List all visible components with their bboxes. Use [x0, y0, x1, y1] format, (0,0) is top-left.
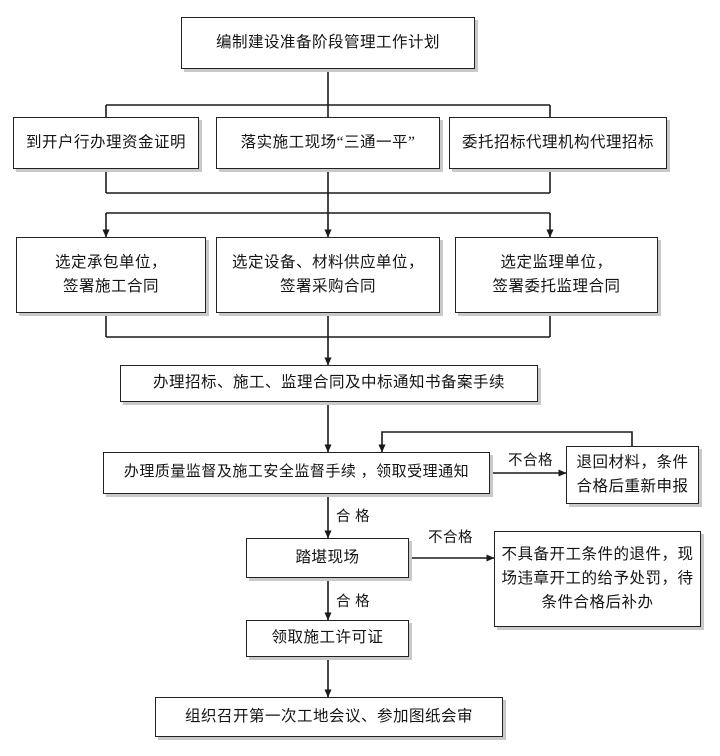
- node-permit[interactable]: 领取施工许可证: [246, 620, 409, 657]
- node-reject-line-2: 条件合格后补办: [541, 594, 654, 611]
- node-return-material-line-0: 退回材料，条件: [576, 453, 689, 471]
- node-filing-line-0: 办理招标、施工、监理合同及中标通知书备案手续: [152, 374, 505, 392]
- node-supervisor[interactable]: 选定监理单位， 签署委托监理合同: [455, 237, 658, 313]
- node-supplier-line-1: 签署采购合同: [279, 278, 376, 295]
- node-contractor[interactable]: 选定承包单位， 签署施工合同: [16, 237, 206, 313]
- node-plan[interactable]: 编制建设准备阶段管理工作计划: [181, 17, 475, 69]
- edge-label-survey-fail: 不合格: [428, 530, 473, 546]
- edge-label-survey-pass: 合 格: [336, 594, 371, 610]
- node-survey-line-0: 踏堪现场: [295, 548, 360, 566]
- node-quality-line-0: 办理质量监督及施工安全监督手续 ，领取受理通知: [123, 464, 470, 481]
- edge-label-quality-pass: 合 格: [336, 509, 371, 525]
- node-agent[interactable]: 委托招标代理机构代理招标: [449, 117, 667, 169]
- node-plan-line-0: 编制建设准备阶段管理工作计划: [215, 33, 440, 51]
- node-reject-line-1: 场违章开工的给予处罚，待: [501, 569, 694, 587]
- node-reject-line-0: 不具备开工条件的退件，现: [501, 545, 694, 563]
- node-contractor-line-0: 选定承包单位，: [54, 253, 167, 271]
- node-contractor-line-1: 签署施工合同: [62, 278, 159, 295]
- node-permit-line-0: 领取施工许可证: [271, 629, 384, 647]
- node-fund[interactable]: 到开户行办理资金证明: [13, 117, 199, 169]
- node-quality[interactable]: 办理质量监督及施工安全监督手续 ，领取受理通知: [103, 452, 490, 494]
- node-supplier[interactable]: 选定设备、材料供应单位， 签署采购合同: [216, 237, 440, 313]
- node-fund-line-0: 到开户行办理资金证明: [25, 133, 186, 151]
- node-survey[interactable]: 踏堪现场: [246, 538, 409, 578]
- node-meeting[interactable]: 组织召开第一次工地会议、参加图纸会审: [155, 697, 503, 737]
- node-supervisor-line-1: 签署委托监理合同: [492, 278, 621, 295]
- node-site-line-0: 落实施工现场“三通一平”: [240, 133, 416, 151]
- node-return-material[interactable]: 退回材料，条件 合格后重新申报: [566, 446, 699, 504]
- node-reject[interactable]: 不具备开工条件的退件，现 场违章开工的给予处罚，待 条件合格后补办: [494, 531, 701, 627]
- node-agent-line-0: 委托招标代理机构代理招标: [461, 133, 654, 151]
- node-filing[interactable]: 办理招标、施工、监理合同及中标通知书备案手续: [120, 365, 538, 402]
- node-return-material-line-1: 合格后重新申报: [576, 478, 689, 495]
- edge-label-quality-fail: 不合格: [508, 453, 553, 469]
- node-supervisor-line-0: 选定监理单位，: [500, 253, 613, 271]
- node-site[interactable]: 落实施工现场“三通一平”: [216, 117, 440, 169]
- node-supplier-line-0: 选定设备、材料供应单位，: [231, 253, 424, 271]
- node-meeting-line-0: 组织召开第一次工地会议、参加图纸会审: [184, 707, 473, 725]
